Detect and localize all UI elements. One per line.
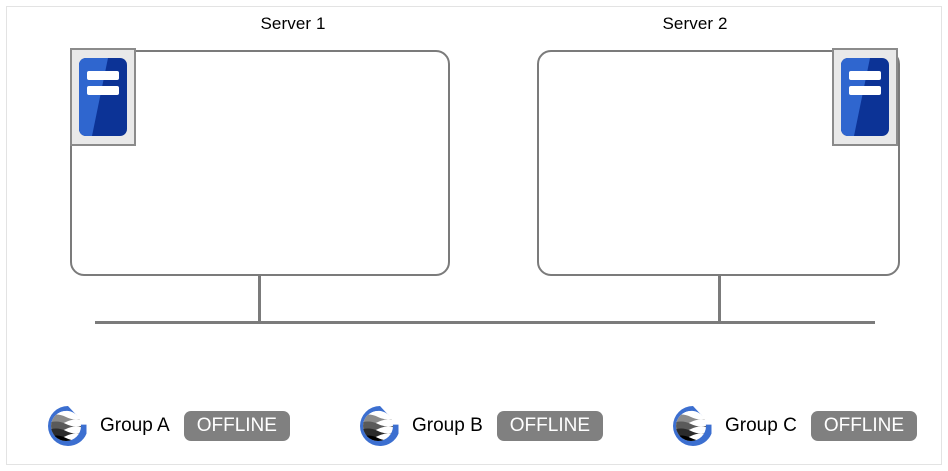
legend-item-group-a[interactable]: Group A OFFLINE: [44, 402, 290, 450]
globe-g-logo-icon: [48, 406, 87, 446]
server-1-title: Server 1: [260, 14, 326, 33]
server-2-connector: [718, 274, 721, 324]
server-2-title: Server 2: [662, 14, 728, 33]
server-1-connector: [258, 274, 261, 324]
server-1-icon-badge[interactable]: [70, 48, 136, 146]
group-b-label: Group B: [412, 415, 483, 436]
group-a-status-badge[interactable]: OFFLINE: [183, 410, 290, 442]
group-a-label: Group A: [100, 415, 170, 436]
group-c-label: Group C: [725, 415, 797, 436]
globe-g-logo-icon: [360, 406, 399, 446]
legend-item-group-b[interactable]: Group B OFFLINE: [356, 402, 603, 450]
server-icon: [841, 58, 889, 136]
legend-item-group-c[interactable]: Group C OFFLINE: [669, 402, 918, 450]
globe-g-logo-icon: [673, 406, 712, 446]
group-c-status-badge[interactable]: OFFLINE: [810, 410, 918, 442]
group-status-legend: Group A OFFLINE Group B OFFLINE: [0, 398, 948, 458]
server-2-icon-badge[interactable]: [832, 48, 898, 146]
group-b-status-badge[interactable]: OFFLINE: [496, 410, 603, 442]
server-icon: [79, 58, 127, 136]
network-bus-line: [95, 321, 875, 324]
